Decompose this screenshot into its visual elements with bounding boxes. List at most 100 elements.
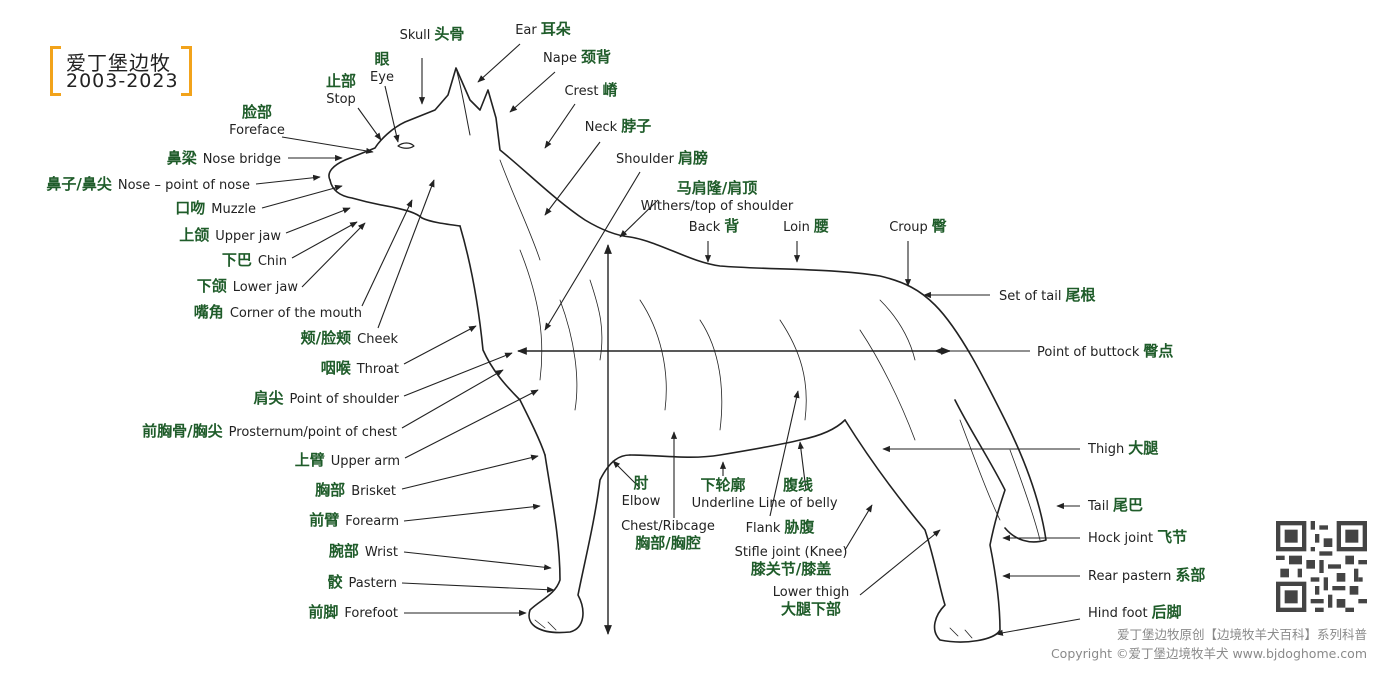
label-en-tail: Tail <box>1087 499 1109 514</box>
label-zh-loin: 腰 <box>813 217 829 235</box>
label-zh-wrist: 腕部 <box>329 542 359 560</box>
label-en-hock-joint: Hock joint <box>1088 531 1153 546</box>
label-en-chest: Chest/Ribcage <box>621 519 715 534</box>
pointer-hind-foot <box>995 618 1081 636</box>
label-en-line-lower-thigh: Lower thigh <box>773 585 850 600</box>
logo-bracket-left <box>50 46 61 96</box>
label-zh-throat: 咽喉 <box>321 359 352 377</box>
label-en-cheek: Cheek <box>357 332 398 347</box>
pointer-flank <box>769 390 800 517</box>
label-zh-line-foreface: 脸部 <box>242 103 272 121</box>
pointer-upper-jaw <box>285 207 351 234</box>
pointer-pastern <box>401 582 555 593</box>
label-zh-line-elbow: 肘 <box>633 474 648 492</box>
label-en-lower-thigh: Lower thigh <box>773 585 850 600</box>
label-zh-flank: 胁腹 <box>784 518 815 536</box>
label-en-stifle: Stifle joint (Knee) <box>735 545 848 560</box>
pointer-eye <box>384 85 400 143</box>
label-en-muzzle: Muzzle <box>211 202 256 217</box>
label-zh-line-underline: 下轮廓 <box>700 476 745 494</box>
pointer-stifle <box>844 504 873 551</box>
label-zh-neck: 脖子 <box>621 117 651 135</box>
dog-eye <box>397 142 415 149</box>
label-en-prosternum: Prosternum/point of chest <box>229 425 397 440</box>
credit-series: 爱丁堡边牧原创【边境牧羊犬百科】系列科普 <box>1116 627 1367 642</box>
dog-illustration <box>328 67 1047 643</box>
label-en-line-elbow: Elbow <box>622 494 661 509</box>
label-withers: 马肩隆/肩顶 Withers/top of shoulder <box>641 179 794 214</box>
label-zh-set-of-tail: 尾根 <box>1065 286 1095 304</box>
pointer-nape <box>509 71 556 113</box>
label-en-upper-jaw: Upper jaw <box>215 229 281 244</box>
label-en-loin: Loin <box>783 220 810 235</box>
label-zh-elbow: 肘 <box>633 474 648 492</box>
label-en-nape: Nape <box>543 51 577 66</box>
label-en-forearm: Forearm <box>345 514 399 529</box>
label-zh-point-of-buttock: 臀点 <box>1143 342 1173 360</box>
dog-head-outline <box>328 67 1047 543</box>
label-en-back: Back <box>689 220 721 235</box>
pointer-cheek <box>377 179 435 329</box>
label-zh-line-withers: 马肩隆/肩顶 <box>677 179 757 197</box>
logo-name: 爱丁堡边牧 <box>66 51 171 75</box>
pointer-brisket <box>401 454 539 490</box>
credit-copyright: Copyright ©爱丁堡边境牧羊犬 www.bjdoghome.com <box>1050 646 1367 661</box>
label-en-crest: Crest <box>564 84 598 99</box>
pointer-lower-thigh <box>859 529 941 596</box>
label-en-withers: Withers/top of shoulder <box>641 199 794 214</box>
label-zh-nose: 鼻子/鼻尖 <box>46 175 111 193</box>
label-en-pastern: Pastern <box>349 576 397 591</box>
label-zh-foreface: 脸部 <box>242 103 272 121</box>
dog-ear-detail <box>455 67 471 136</box>
label-zh-corner-of-mouth: 嘴角 <box>194 303 224 321</box>
label-en-point-of-shoulder: Point of shoulder <box>290 392 400 407</box>
label-en-brisket: Brisket <box>351 484 396 499</box>
label-zh-tail: 尾巴 <box>1113 496 1143 514</box>
label-zh-underline: 下轮廓 <box>700 476 745 494</box>
label-elbow: 肘 Elbow <box>622 474 661 509</box>
pointer-corner-of-mouth <box>361 199 413 307</box>
qr-code-icon[interactable] <box>1276 521 1367 612</box>
label-zh-line-chest: 胸部/胸腔 <box>635 534 700 552</box>
pointer-foreface <box>281 136 374 154</box>
label-en-shoulder: Shoulder <box>616 152 675 167</box>
label-zh-rear-pastern: 系部 <box>1175 566 1205 584</box>
label-en-line-line-of-belly: Line of belly <box>758 496 837 511</box>
label-en-lower-jaw: Lower jaw <box>233 280 299 295</box>
pointer-withers <box>619 199 659 238</box>
label-en-rear-pastern: Rear pastern <box>1088 569 1171 584</box>
label-en-forefoot: Forefoot <box>344 606 398 621</box>
label-en-ear: Ear <box>515 23 537 38</box>
